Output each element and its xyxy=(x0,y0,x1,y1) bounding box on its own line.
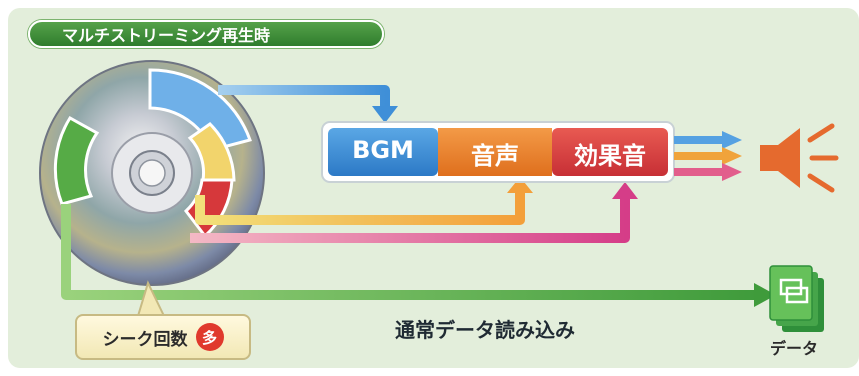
data-file-icon xyxy=(769,265,824,332)
normal-read-label: 通常データ読み込み xyxy=(395,318,575,342)
stream-label-bgm: BGM xyxy=(352,136,414,164)
seek-count-badge: 多 xyxy=(195,323,224,351)
speaker-icon xyxy=(760,123,839,193)
seek-count-label: シーク回数 xyxy=(102,329,188,350)
data-label: データ xyxy=(770,339,819,358)
stream-bar xyxy=(321,121,675,183)
sfx-arrow xyxy=(190,182,638,243)
normal-read-arrow xyxy=(61,204,776,307)
stream-label-sfx: 効果音 xyxy=(574,142,646,170)
mode-tag: マルチストリーミング再生時 xyxy=(28,20,384,48)
bgm-arrow xyxy=(218,85,398,123)
stream-label-voice: 音声 xyxy=(471,142,519,170)
seek-count-callout: シーク回数 多 xyxy=(75,314,251,360)
voice-arrow xyxy=(195,177,533,225)
disc-icon xyxy=(39,60,265,286)
output-arrows xyxy=(674,131,742,181)
